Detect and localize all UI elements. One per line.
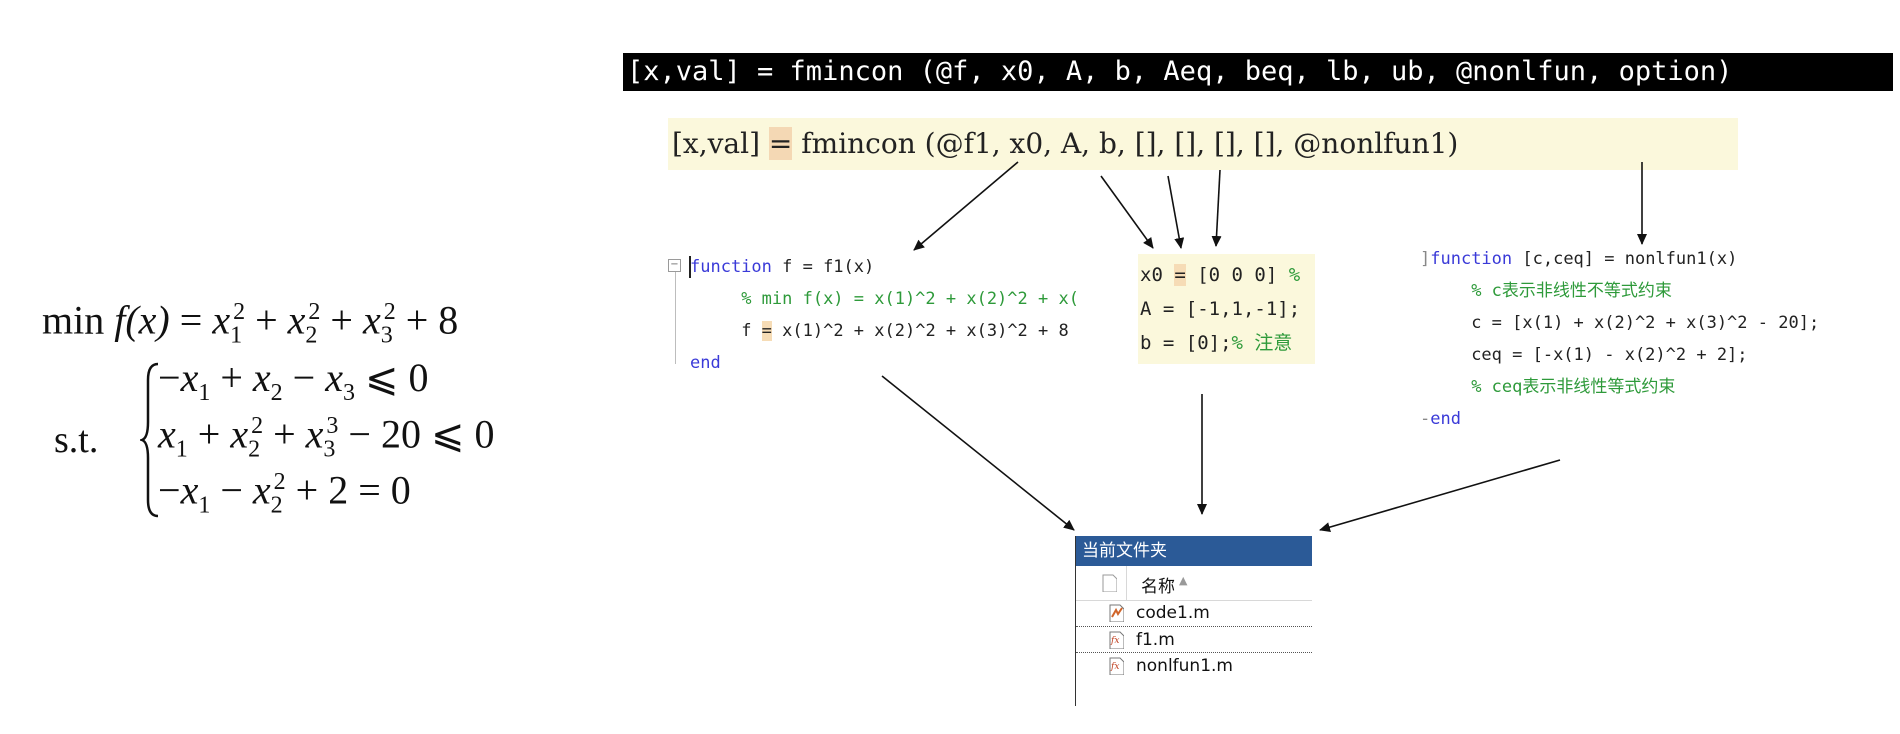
- call-output: [x,val]: [672, 127, 769, 160]
- file-row[interactable]: fx f1.m: [1076, 626, 1312, 653]
- collapse-toggle-icon[interactable]: −: [668, 259, 681, 272]
- objective-fx: f(x): [114, 297, 170, 343]
- arrow-nonlfun-file: [1319, 459, 1561, 532]
- f1-assign-rhs: x(1)^2 + x(2)^2 + x(3)^2 + 8: [771, 321, 1069, 341]
- nonlfun-ceq-line: ceq = [-x(1) - x(2)^2 + 2];: [1471, 345, 1748, 365]
- arrow-b: [1211, 169, 1222, 247]
- column-header-row[interactable]: 名称 ▲: [1076, 566, 1312, 601]
- current-folder-panel: 当前文件夹 名称 ▲ code1.m fx f1.m fx nonlfun1.m: [1075, 536, 1314, 706]
- name-column-header[interactable]: 名称: [1141, 577, 1175, 597]
- x0-comment: %: [1288, 264, 1301, 286]
- f1-signature: f = f1(x): [771, 257, 875, 277]
- f1-code-block[interactable]: function f = f1(x) % min f(x) = x(1)^2 +…: [690, 251, 1079, 379]
- nonlfun-comment-ceq: % ceq表示非线性等式约束: [1471, 377, 1676, 397]
- call-equals: =: [768, 127, 793, 160]
- m-script-icon: [1109, 604, 1124, 622]
- b-comment: % 注意: [1231, 332, 1293, 354]
- constraint-1: −x1 + x2 − x3 ⩽ 0: [158, 355, 429, 406]
- b-line: b = [0];: [1140, 332, 1232, 354]
- file-row[interactable]: code1.m: [1076, 600, 1312, 626]
- keyword-function: function: [690, 257, 772, 277]
- constraint-2: x1 + x22 + x33 − 20 ⩽ 0: [158, 411, 495, 463]
- arrow-A: [1167, 175, 1185, 249]
- subject-to-label: s.t.: [54, 419, 99, 461]
- file-name: f1.m: [1136, 630, 1175, 650]
- nonlfun-c-line: c = [x(1) + x(2)^2 + x(3)^2 - 20];: [1471, 313, 1820, 333]
- nonlfun-signature: [c,ceq] = nonlfun1(x): [1512, 249, 1738, 269]
- keyword-function-2: function: [1430, 249, 1513, 269]
- nonlfun-comment-c: % c表示非线性不等式约束: [1471, 281, 1672, 301]
- call-line-highlight: [668, 118, 1738, 170]
- function-file-icon: fx: [1109, 657, 1124, 675]
- min-label: min: [42, 297, 105, 343]
- x0-value: [0 0 0]: [1185, 264, 1289, 286]
- svg-text:fx: fx: [1110, 636, 1119, 646]
- f1-assign-lhs: f: [741, 321, 762, 341]
- matrix-code-block[interactable]: x0 = [0 0 0] % A = [-1,1,-1]; b = [0];% …: [1140, 258, 1300, 360]
- arrow-x0: [1100, 175, 1154, 249]
- fmincon-call-line: [x,val] = fmincon (@f1, x0, A, b, [], []…: [672, 124, 1458, 164]
- constraint-brace: [140, 362, 159, 518]
- objective-function: min f(x) = x12 + x22 + x32 + 8: [42, 297, 459, 349]
- call-function: fmincon (@f1, x0, A, b, [], [], [], [], …: [792, 127, 1459, 160]
- svg-text:fx: fx: [1110, 662, 1119, 672]
- nonlfun-code-block[interactable]: ]function [c,ceq] = nonlfun1(x) % c表示非线性…: [1420, 249, 1820, 429]
- keyword-end-2: end: [1430, 409, 1461, 429]
- function-file-icon: fx: [1109, 631, 1124, 649]
- keyword-end: end: [690, 353, 721, 373]
- f1-equals: =: [761, 321, 772, 341]
- file-type-column-icon: [1102, 574, 1117, 592]
- matrix-code-highlight: [1138, 254, 1315, 364]
- x0-lhs: x0: [1140, 264, 1175, 286]
- fold-guide: [675, 272, 676, 364]
- arrow-f1-file: [881, 375, 1075, 531]
- file-name: nonlfun1.m: [1136, 656, 1233, 676]
- current-folder-title: 当前文件夹: [1076, 536, 1312, 566]
- sort-ascending-icon[interactable]: ▲: [1179, 574, 1188, 587]
- file-row[interactable]: fx nonlfun1.m: [1076, 652, 1312, 679]
- text-cursor: [689, 256, 691, 278]
- fmincon-signature-banner: [x,val] = fmincon (@f, x0, A, b, Aeq, be…: [623, 53, 1893, 91]
- constraint-3: −x1 − x22 + 2 = 0: [158, 467, 411, 519]
- arrow-f1: [913, 161, 1019, 251]
- f1-comment: % min f(x) = x(1)^2 + x(2)^2 + x(: [741, 289, 1079, 309]
- file-name: code1.m: [1136, 603, 1210, 623]
- A-line: A = [-1,1,-1];: [1140, 298, 1301, 320]
- x0-equals: =: [1174, 264, 1186, 286]
